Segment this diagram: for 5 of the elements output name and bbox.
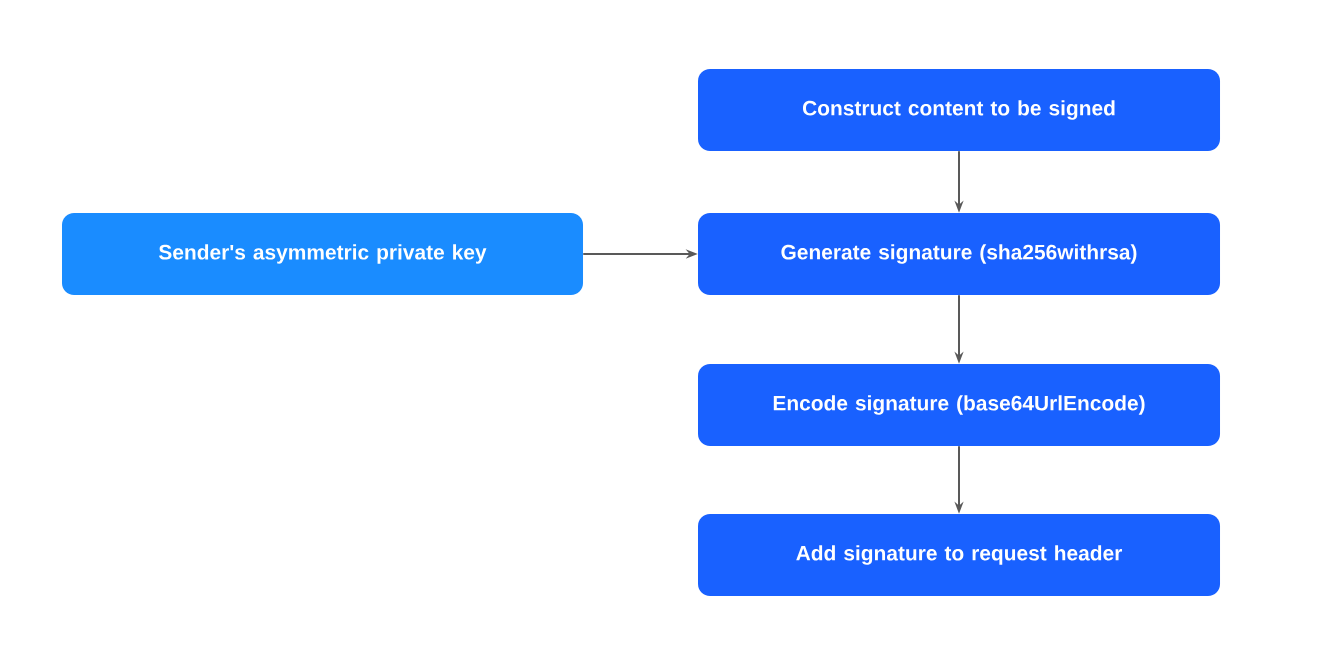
process-box: Sender's asymmetric private key	[62, 213, 583, 295]
process-box: Generate signature (sha256withrsa)	[698, 213, 1220, 295]
process-box: Encode signature (base64UrlEncode)	[698, 364, 1220, 446]
process-box: Construct content to be signed	[698, 69, 1220, 151]
process-box: Add signature to request header	[698, 514, 1220, 596]
